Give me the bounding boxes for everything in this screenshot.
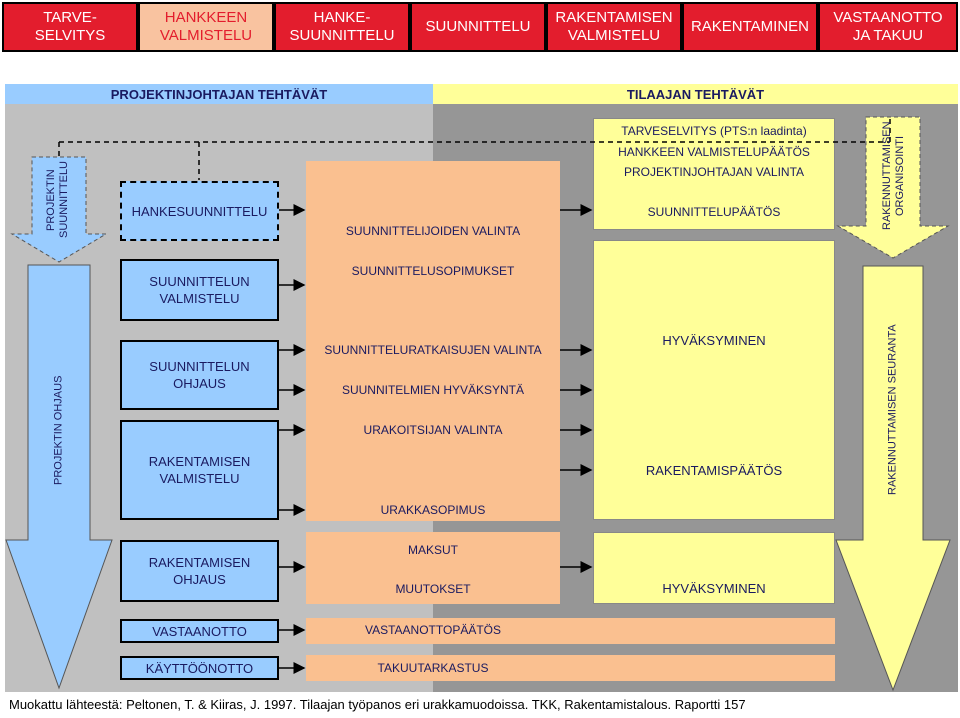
peach-lower-box <box>306 532 560 604</box>
label-suunnitelmien-hyvaksynta: SUUNNITELMIEN HYVÄKSYNTÄ <box>341 383 525 397</box>
label-rakentamispaatos: RAKENTAMISPÄÄTÖS <box>645 463 783 478</box>
box-suunnittelun-valmistelu: SUUNNITTELUN VALMISTELU <box>120 259 279 321</box>
phase-suunnittelu: SUUNNITTELU <box>410 2 546 52</box>
box-kayttoonotto: KÄYTTÖÖNOTTO <box>120 656 279 680</box>
client-mid-box <box>593 240 835 520</box>
box-hankesuunnittelu: HANKESUUNNITTELU <box>120 181 279 241</box>
phase-vastaanotto-ja-takuu: VASTAANOTTO JA TAKUU <box>818 2 958 52</box>
label-vastaanottopaatos: VASTAANOTTOPÄÄTÖS <box>364 623 502 637</box>
left-top-arrow-label: PROJEKTIN SUUNNITTELU <box>45 161 70 239</box>
phase-hankkeen-valmistelu: HANKKEEN VALMISTELU <box>138 2 274 52</box>
label-urakkasopimus: URAKKASOPIMUS <box>380 503 486 517</box>
label-maksut: MAKSUT <box>407 543 458 557</box>
label-suunnittelupaatos: SUUNNITTELUPÄÄTÖS <box>647 205 781 219</box>
client-top-box <box>593 118 835 230</box>
header-pm-tasks: PROJEKTINJOHTAJAN TEHTÄVÄT <box>5 84 433 104</box>
right-main-arrow-label: RAKENNUTTAMISEN SEURANTA <box>886 324 899 496</box>
label-hankkeen-paatos: HANKKEEN VALMISTELUPÄÄTÖS <box>618 145 810 159</box>
box-rakentamisen-ohjaus: RAKENTAMISEN OHJAUS <box>120 540 279 602</box>
phase-rakentamisen-valmistelu: RAKENTAMISEN VALMISTELU <box>546 2 682 52</box>
box-rakentamisen-valmistelu: RAKENTAMISEN VALMISTELU <box>120 420 279 520</box>
peach-column <box>306 161 560 521</box>
vastaanotto-row <box>306 618 835 644</box>
left-main-arrow-label: PROJEKTIN OHJAUS <box>52 375 65 485</box>
client-lower-box <box>593 532 835 604</box>
footer-source-note: Muokattu lähteestä: Peltonen, T. & Kiira… <box>5 692 958 716</box>
left-top-arrow-shape <box>10 156 108 263</box>
label-pj-valinta: PROJEKTINJOHTAJAN VALINTA <box>623 165 805 179</box>
label-hyvaksyminen-2: HYVÄKSYMINEN <box>662 581 766 596</box>
label-suunnitteluratkaisujen-valinta: SUUNNITTELURATKAISUJEN VALINTA <box>324 343 542 357</box>
phase-hankesuunnittelu: HANKE- SUUNNITTELU <box>274 2 410 52</box>
label-takuutarkastus: TAKUUTARKASTUS <box>377 661 489 675</box>
box-vastaanotto: VASTAANOTTO <box>120 619 279 643</box>
label-muutokset: MUUTOKSET <box>395 582 471 596</box>
label-suunnittelijoiden-valinta: SUUNNITTELIJOIDEN VALINTA <box>345 224 521 238</box>
right-main-arrow-shape <box>835 265 951 692</box>
label-suunnittelusopimukset: SUUNNITTELUSOPIMUKSET <box>351 264 515 278</box>
phase-tarveselvitys: TARVE- SELVITYS <box>2 2 138 52</box>
kayttoonotto-row <box>306 655 835 681</box>
right-top-arrow-label: RAKENNUTTAMISEN ORGANISOINTI <box>881 121 906 231</box>
label-hyvaksyminen-1: HYVÄKSYMINEN <box>662 333 766 348</box>
header-client-tasks: TILAAJAN TEHTÄVÄT <box>433 84 958 104</box>
phase-rakentaminen: RAKENTAMINEN <box>682 2 818 52</box>
left-main-arrow-shape <box>5 264 113 690</box>
label-tarveselvitys: TARVESELVITYS (PTS:n laadinta) <box>621 124 807 138</box>
box-suunnittelun-ohjaus: SUUNNITTELUN OHJAUS <box>120 340 279 410</box>
label-urakoitsijan-valinta: URAKOITSIJAN VALINTA <box>363 423 503 437</box>
right-top-arrow-shape <box>836 116 950 259</box>
